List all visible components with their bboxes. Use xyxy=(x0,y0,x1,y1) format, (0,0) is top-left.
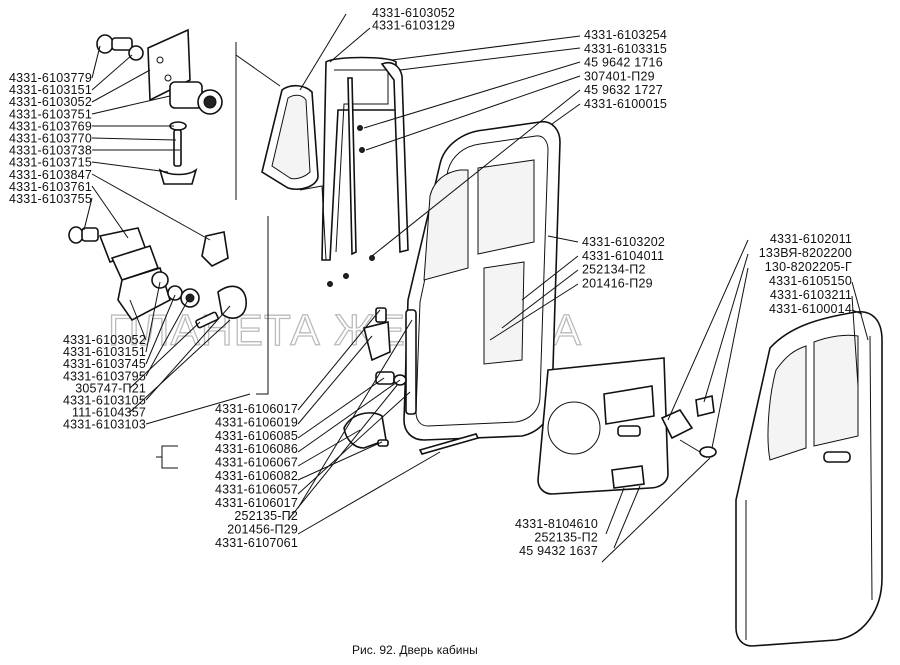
part-number-label: 201456-П29 xyxy=(227,523,298,537)
part-number-label: 4331-6103052 xyxy=(9,95,92,109)
part-number-label: 201416-П29 xyxy=(582,276,653,290)
part-number-label: 4331-6106017 xyxy=(215,496,298,510)
figure-caption: Рис. 92. Дверь кабины xyxy=(352,643,478,657)
part-number-label: 4331-6103779 xyxy=(9,71,92,85)
part-number-label: 4331-6103715 xyxy=(9,156,92,170)
group-bracket-line xyxy=(235,54,281,87)
part-number-label: 111-6104357 xyxy=(72,406,146,420)
part-number-label: 4331-6103129 xyxy=(372,19,455,33)
outer-door-illustration xyxy=(735,311,883,647)
part-number-label: 307401-П29 xyxy=(584,69,655,83)
part-number-label: 45 9642 1716 xyxy=(584,56,663,70)
part-number-label: 4331-6103761 xyxy=(9,180,92,194)
part-number-label: 4331-6103052 xyxy=(372,6,455,20)
part-number-label: 4331-6103738 xyxy=(9,144,92,158)
part-number-label: 4331-6103315 xyxy=(584,42,667,56)
part-number-label: 252135-П2 xyxy=(534,531,598,545)
part-number-label: 252134-П2 xyxy=(582,263,646,277)
part-number-label: 45 9432 1637 xyxy=(519,544,598,558)
part-number-label: 4331-6106057 xyxy=(215,482,298,496)
part-number-label: 45 9632 1727 xyxy=(584,83,663,97)
part-number-label: 4331-6103755 xyxy=(9,192,92,206)
part-number-label: 4331-8104610 xyxy=(515,517,598,531)
part-number-label: 4331-6106017 xyxy=(215,402,298,416)
part-number-label: 133ВЯ-8202200 xyxy=(759,246,852,260)
part-number-label: 4331-6102011 xyxy=(770,232,852,246)
part-number-label: 4331-6103751 xyxy=(9,107,92,121)
part-number-label: 4331-6106019 xyxy=(215,415,298,429)
part-number-label: 4331-6106082 xyxy=(215,469,298,483)
part-number-label: 4331-6103211 xyxy=(770,288,852,302)
part-number-label: 4331-6106085 xyxy=(215,429,298,443)
part-number-label: 4331-6103770 xyxy=(9,132,92,146)
part-number-label: 4331-6103769 xyxy=(9,119,92,133)
part-number-label: 4331-6100014 xyxy=(769,302,852,316)
part-number-label: 4331-6106086 xyxy=(215,442,298,456)
part-number-label: 4331-6103105 xyxy=(63,394,146,408)
part-labels: 4331-61037794331-61031514331-61030524331… xyxy=(9,6,852,558)
part-number-label: 4331-6106067 xyxy=(215,456,298,470)
lock-parts-illustration xyxy=(343,307,480,455)
part-number-label: 4331-6104011 xyxy=(582,249,664,263)
part-number-label: 305747-П21 xyxy=(75,381,146,395)
group-bracket-line xyxy=(256,216,269,395)
vent-window-illustration xyxy=(261,56,409,287)
part-number-label: 4331-6103151 xyxy=(9,83,92,97)
door-frame-illustration xyxy=(403,120,561,441)
part-number-label: 4331-6103254 xyxy=(584,28,667,42)
part-number-label: 4331-6103151 xyxy=(63,345,146,359)
part-number-label: 4331-6103745 xyxy=(63,357,146,371)
part-number-label: 4331-6103795 xyxy=(63,369,146,383)
part-number-label: 252135-П2 xyxy=(234,509,298,523)
leader-lines xyxy=(83,13,869,563)
part-number-label: 130-8202205-Г xyxy=(765,260,852,274)
part-number-label: 4331-6107061 xyxy=(215,536,298,550)
part-number-label: 4331-6103052 xyxy=(63,333,146,347)
part-number-label: 4331-6103847 xyxy=(9,168,92,182)
part-number-label: 4331-6105150 xyxy=(769,274,852,288)
hinge-assembly-illustration xyxy=(68,28,247,329)
part-number-label: 4331-6100015 xyxy=(584,97,667,111)
trim-panel-illustration xyxy=(537,357,717,495)
part-number-label: 4331-6103202 xyxy=(582,235,665,249)
part-number-label: 4331-6103103 xyxy=(63,418,146,432)
